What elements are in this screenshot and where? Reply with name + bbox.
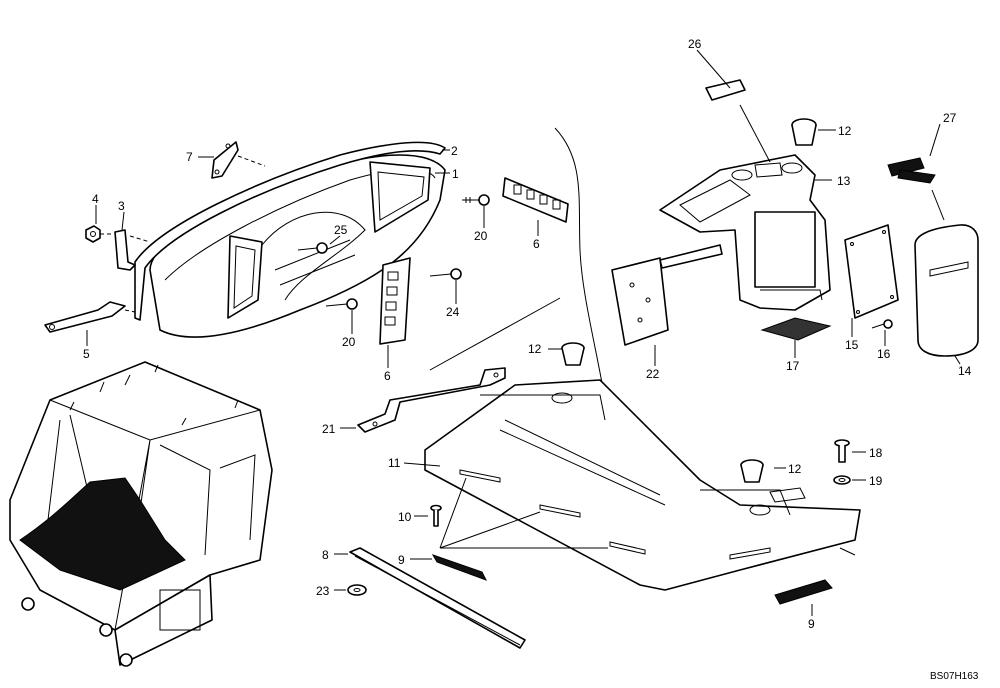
screw-10	[430, 504, 442, 527]
section-divider-curve-lower	[429, 297, 561, 371]
callout-label: 27	[943, 111, 957, 125]
washer-19	[833, 475, 851, 485]
grab-strip-9-left	[431, 477, 608, 581]
cab-frame	[9, 361, 273, 667]
screw-16	[871, 319, 893, 329]
callout-label: 8	[322, 548, 329, 562]
callout-label: 4	[92, 192, 99, 206]
callout-label: 11	[388, 456, 401, 470]
callout-label: 9	[398, 553, 405, 567]
callout-label: 1	[452, 167, 459, 181]
console-housing-13	[659, 154, 831, 311]
figure-code: BS07H163	[930, 671, 979, 682]
nut-4	[85, 225, 101, 243]
cover-plate-15	[844, 224, 899, 319]
leader-lines	[86, 49, 961, 616]
callout-label: 6	[384, 369, 391, 383]
callout-label: 19	[869, 474, 883, 488]
section-divider-right	[839, 547, 856, 556]
callout-label: 7	[186, 150, 193, 164]
callout-label: 16	[877, 347, 891, 361]
screw-20-upper	[462, 194, 490, 206]
callout-label: 10	[398, 510, 412, 524]
dashboard-trim-strip	[134, 141, 446, 321]
callout-label: 13	[837, 174, 851, 188]
callout-label: 17	[786, 359, 800, 373]
cup-holder-12-lower	[740, 459, 764, 483]
callout-label: 3	[118, 199, 125, 213]
screw-24	[429, 268, 462, 280]
bracket-7	[211, 141, 239, 179]
callout-labels: 26 12 27 13 2 7 1 3 4 20 25 6 24 5 20 6 …	[83, 37, 972, 631]
clip-3	[114, 229, 136, 271]
rail-8	[349, 547, 526, 649]
callout-label: 2	[451, 144, 458, 158]
switch-panel-6-lower	[379, 257, 411, 345]
storage-tray-26	[705, 79, 771, 163]
callout-label: 5	[83, 347, 90, 361]
dashboard-panel	[149, 154, 446, 338]
cup-holder-12-middle	[561, 342, 585, 366]
callout-label: 12	[528, 342, 542, 356]
callout-label: 25	[334, 223, 348, 237]
callout-label: 9	[808, 617, 815, 631]
spacer-23	[347, 584, 367, 596]
callout-label: 14	[958, 364, 972, 378]
mounting-bar-5	[44, 301, 126, 333]
callout-label: 24	[446, 305, 460, 319]
callout-label: 20	[474, 229, 488, 243]
callout-label: 21	[322, 422, 336, 436]
callout-label: 15	[845, 338, 859, 352]
screw-20-lower	[325, 298, 358, 310]
callout-label: 22	[646, 367, 660, 381]
section-divider-curve	[554, 127, 611, 431]
lower-console-11	[424, 379, 861, 591]
bolt-18	[834, 439, 850, 463]
callout-label: 12	[838, 124, 852, 138]
callout-label: 23	[316, 584, 330, 598]
callout-label: 20	[342, 335, 356, 349]
callout-label: 18	[869, 446, 883, 460]
mat-17	[760, 317, 832, 341]
side-cover-14	[914, 224, 979, 357]
callout-label: 26	[688, 37, 702, 51]
grab-strip-9-right	[774, 579, 833, 605]
clip-set-27	[887, 157, 945, 221]
cup-holder-12-top	[791, 118, 817, 146]
bracket-21	[357, 367, 506, 433]
screw-25	[297, 242, 328, 254]
callout-label: 12	[788, 462, 802, 476]
bracket-22	[611, 244, 723, 346]
switch-panel-6-upper	[502, 177, 569, 223]
callout-label: 6	[533, 237, 540, 251]
